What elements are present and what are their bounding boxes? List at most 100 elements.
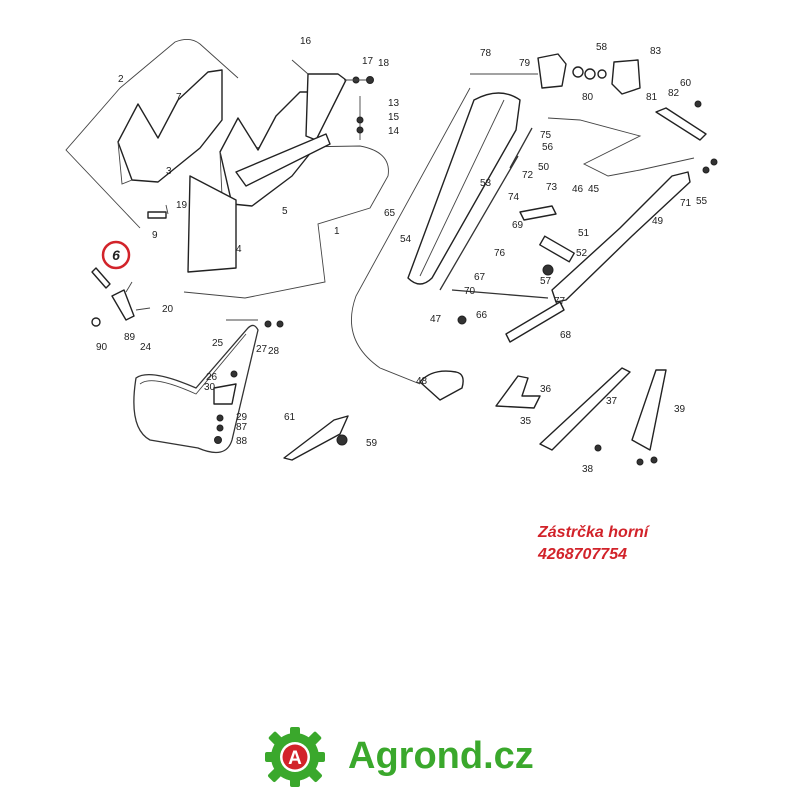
part-37-bolt <box>594 444 602 452</box>
part-label-26: 26 <box>206 372 218 383</box>
group-outline-1 <box>183 145 389 299</box>
part-7-edge <box>117 141 133 185</box>
part-label-75: 75 <box>540 130 552 141</box>
part-50-rod <box>439 155 519 291</box>
part-label-50: 50 <box>538 162 550 173</box>
part-16-bracket <box>305 73 347 141</box>
part-label-1: 1 <box>334 226 340 237</box>
brand-logo-block[interactable]: A Agrond.cz <box>262 725 562 789</box>
part-77-nut <box>457 315 467 325</box>
part-label-49: 49 <box>652 216 664 227</box>
part-78-washer <box>572 66 584 78</box>
part-82-washer <box>702 166 710 174</box>
part-label-80: 80 <box>582 92 594 103</box>
part-24-chain-inner <box>139 333 247 395</box>
group-outline-2 <box>65 39 239 229</box>
part-label-65: 65 <box>384 208 396 219</box>
part-60-bar <box>655 107 707 141</box>
part-label-73: 73 <box>546 182 558 193</box>
part-29-washer <box>216 414 224 422</box>
part-label-57: 57 <box>540 276 552 287</box>
part-label-16: 16 <box>300 36 312 47</box>
part-label-51: 51 <box>578 228 590 239</box>
part-label-72: 72 <box>522 170 534 181</box>
part-label-48: 48 <box>416 376 428 387</box>
part-label-53: 53 <box>480 178 492 189</box>
part-26-bolt-head <box>230 370 238 378</box>
part-15-washer <box>356 116 364 124</box>
part-55-pin <box>509 127 533 169</box>
group-outline-right <box>350 87 471 385</box>
part-label-74: 74 <box>508 192 520 203</box>
part-89-arm <box>125 281 133 293</box>
part-27-washer-lower <box>216 424 224 432</box>
logo-letter: A <box>288 748 302 769</box>
part-46-arm <box>551 171 691 303</box>
part-label-83: 83 <box>650 46 662 57</box>
part-7-plate <box>117 69 223 183</box>
part-9-bolt <box>147 211 167 219</box>
part-label-54: 54 <box>400 234 412 245</box>
part-code: 4268707754 <box>538 546 627 563</box>
part-label-37: 37 <box>606 396 618 407</box>
part-79-spring <box>584 68 596 80</box>
part-35-flat <box>631 369 667 451</box>
part-6-pin <box>91 267 111 289</box>
part-28-nut <box>276 320 284 328</box>
part-3-cross-plate <box>235 133 331 187</box>
part-label-78: 78 <box>480 48 492 59</box>
part-49-rib <box>419 99 505 277</box>
part-label-61: 61 <box>284 412 296 423</box>
part-label-27: 27 <box>256 344 268 355</box>
part-label-70: 70 <box>464 286 476 297</box>
part-label-24: 24 <box>140 342 152 353</box>
part-label-36: 36 <box>540 384 552 395</box>
part-83-nut <box>710 158 718 166</box>
part-51-tube <box>539 235 575 263</box>
part-20-spring <box>135 307 151 311</box>
part-53-link <box>519 205 557 221</box>
part-48-shoe <box>495 375 541 409</box>
part-label-7: 7 <box>176 92 182 103</box>
part-39-washer <box>636 458 644 466</box>
highlight-ring <box>101 240 131 270</box>
part-label-67: 67 <box>474 272 486 283</box>
part-label-79: 79 <box>519 58 531 69</box>
part-38-nut <box>650 456 658 464</box>
part-47-foot <box>419 370 464 401</box>
part-76-rod <box>451 289 549 299</box>
part-49-guard <box>407 92 521 285</box>
part-label-19: 19 <box>176 200 188 211</box>
part-27-washer <box>264 320 272 328</box>
highlight-label: 6 <box>112 247 120 263</box>
part-59-bracket <box>537 53 567 89</box>
part-label-18: 18 <box>378 58 390 69</box>
part-label-13: 13 <box>388 98 400 109</box>
part-label-2: 2 <box>118 74 124 85</box>
part-30-bracket <box>213 383 237 405</box>
gear-logo-icon: A <box>265 727 325 787</box>
part-label-15: 15 <box>388 112 400 123</box>
part-87-knife <box>283 415 349 461</box>
part-label-4: 4 <box>236 244 242 255</box>
part-label-66: 66 <box>476 310 488 321</box>
part-label-76: 76 <box>494 248 506 259</box>
part-80-bolt <box>694 100 702 108</box>
brand-name: Agrond.cz <box>348 735 534 777</box>
group-outline-linkage <box>547 117 695 177</box>
part-label-35: 35 <box>520 416 532 427</box>
part-54-joint <box>542 264 554 276</box>
part-label-87: 87 <box>236 422 248 433</box>
part-label-88: 88 <box>236 436 248 447</box>
part-label-71: 71 <box>680 198 692 209</box>
part-4-plate <box>187 175 237 273</box>
part-28-nut-lower <box>214 436 222 444</box>
part-label-14: 14 <box>388 126 400 137</box>
part-79-nut <box>597 69 607 79</box>
part-label-20: 20 <box>162 304 174 315</box>
part-label-56: 56 <box>542 142 554 153</box>
part-name: Zástrčka horní <box>538 524 649 541</box>
part-label-55: 55 <box>696 196 708 207</box>
